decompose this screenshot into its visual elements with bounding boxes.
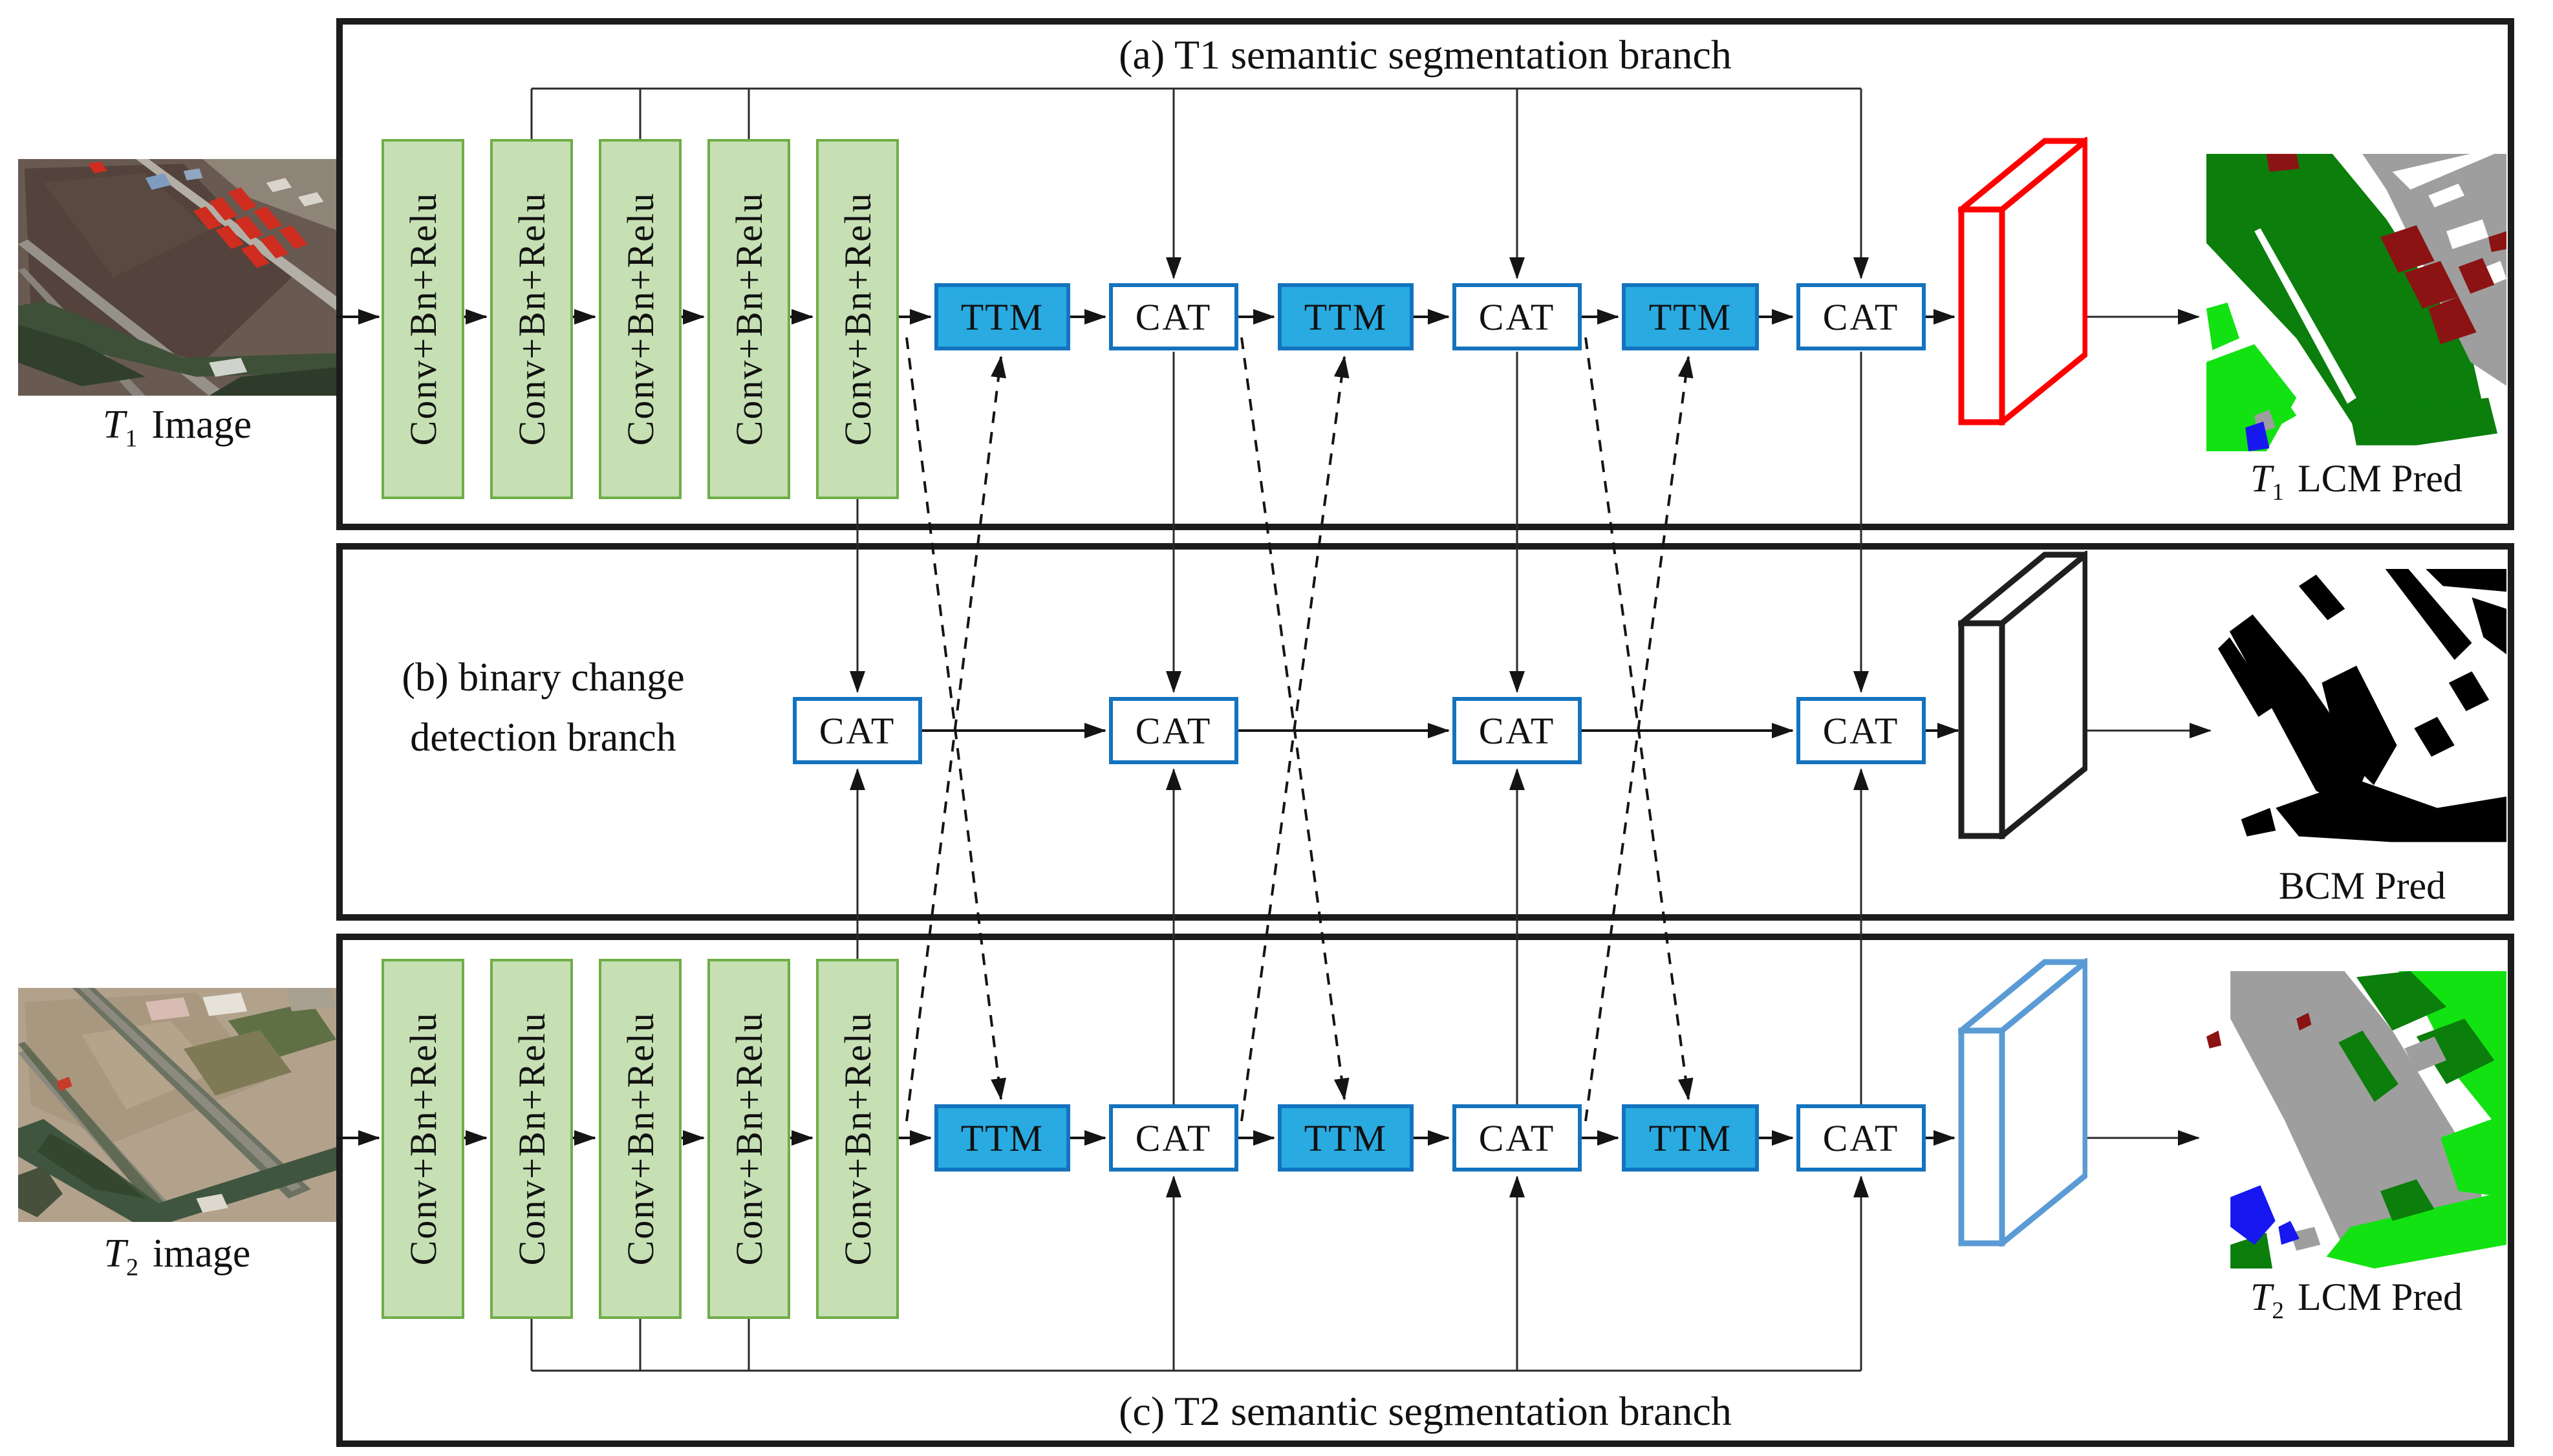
t1-pred-buildings: [2266, 154, 2506, 436]
branch-a-cat2: CAT: [1452, 283, 1582, 350]
branch-a-conv3: Conv+Bn+Relu: [599, 139, 682, 499]
bcm-output-slab: [1958, 551, 2087, 839]
branch-a-title: (a) T1 semantic segmentation branch: [1119, 32, 1732, 78]
t1-lcm-pred-map: [2206, 154, 2506, 451]
branch-c-title: (c) T2 semantic segmentation branch: [1119, 1388, 1732, 1434]
t2-pred-trees: [2230, 971, 2495, 1269]
branch-a-conv5: Conv+Bn+Relu: [816, 139, 899, 499]
branch-c-conv1: Conv+Bn+Relu: [382, 959, 464, 1319]
branch-a-box: [336, 18, 2514, 530]
branch-a-conv1: Conv+Bn+Relu: [382, 139, 464, 499]
branch-b-title: (b) binary change detection branch: [354, 648, 732, 768]
branch-a-ttm1: TTM: [934, 283, 1070, 350]
branch-c-ttm2: TTM: [1278, 1104, 1414, 1172]
branch-b-title-line1: (b) binary change: [402, 656, 685, 700]
branch-a-cat3: CAT: [1796, 283, 1926, 350]
branch-b-cat1: CAT: [793, 697, 922, 764]
branch-b-cat4: CAT: [1796, 697, 1926, 764]
branch-a-ttm3: TTM: [1622, 283, 1759, 350]
branch-a-conv2: Conv+Bn+Relu: [490, 139, 573, 499]
bcm-changed-regions: [2218, 569, 2506, 842]
branch-b-cat2: CAT: [1109, 697, 1238, 764]
branch-a-cat1: CAT: [1109, 283, 1238, 350]
t2-lcm-pred-map: [2206, 971, 2506, 1269]
branch-b-title-line2: detection branch: [410, 716, 676, 760]
branch-c-ttm1: TTM: [934, 1104, 1070, 1172]
bcm-pred-label: BCM Pred: [2278, 864, 2446, 907]
t1-output-slab: [1958, 137, 2087, 425]
branch-a-ttm2: TTM: [1278, 283, 1414, 350]
branch-c-cat1: CAT: [1109, 1104, 1238, 1172]
branch-c-conv3: Conv+Bn+Relu: [599, 959, 682, 1319]
branch-c-cat3: CAT: [1796, 1104, 1926, 1172]
t2-output-slab: [1958, 958, 2087, 1247]
bcm-pred-map: [2218, 569, 2506, 853]
t1-input-photo: [18, 159, 336, 396]
red-rooftops: [88, 161, 308, 268]
branch-c-conv2: Conv+Bn+Relu: [490, 959, 573, 1319]
branch-b-box: [336, 543, 2514, 921]
branch-c-conv4: Conv+Bn+Relu: [707, 959, 790, 1319]
branch-a-conv4: Conv+Bn+Relu: [707, 139, 790, 499]
branch-c-conv5: Conv+Bn+Relu: [816, 959, 899, 1319]
branch-b-cat3: CAT: [1452, 697, 1582, 764]
branch-c-ttm3: TTM: [1622, 1104, 1759, 1172]
t1-pred-grass: [2206, 303, 2297, 451]
t2-input-photo: [18, 988, 336, 1222]
branch-c-cat2: CAT: [1452, 1104, 1582, 1172]
branch-c-box: [336, 934, 2514, 1447]
